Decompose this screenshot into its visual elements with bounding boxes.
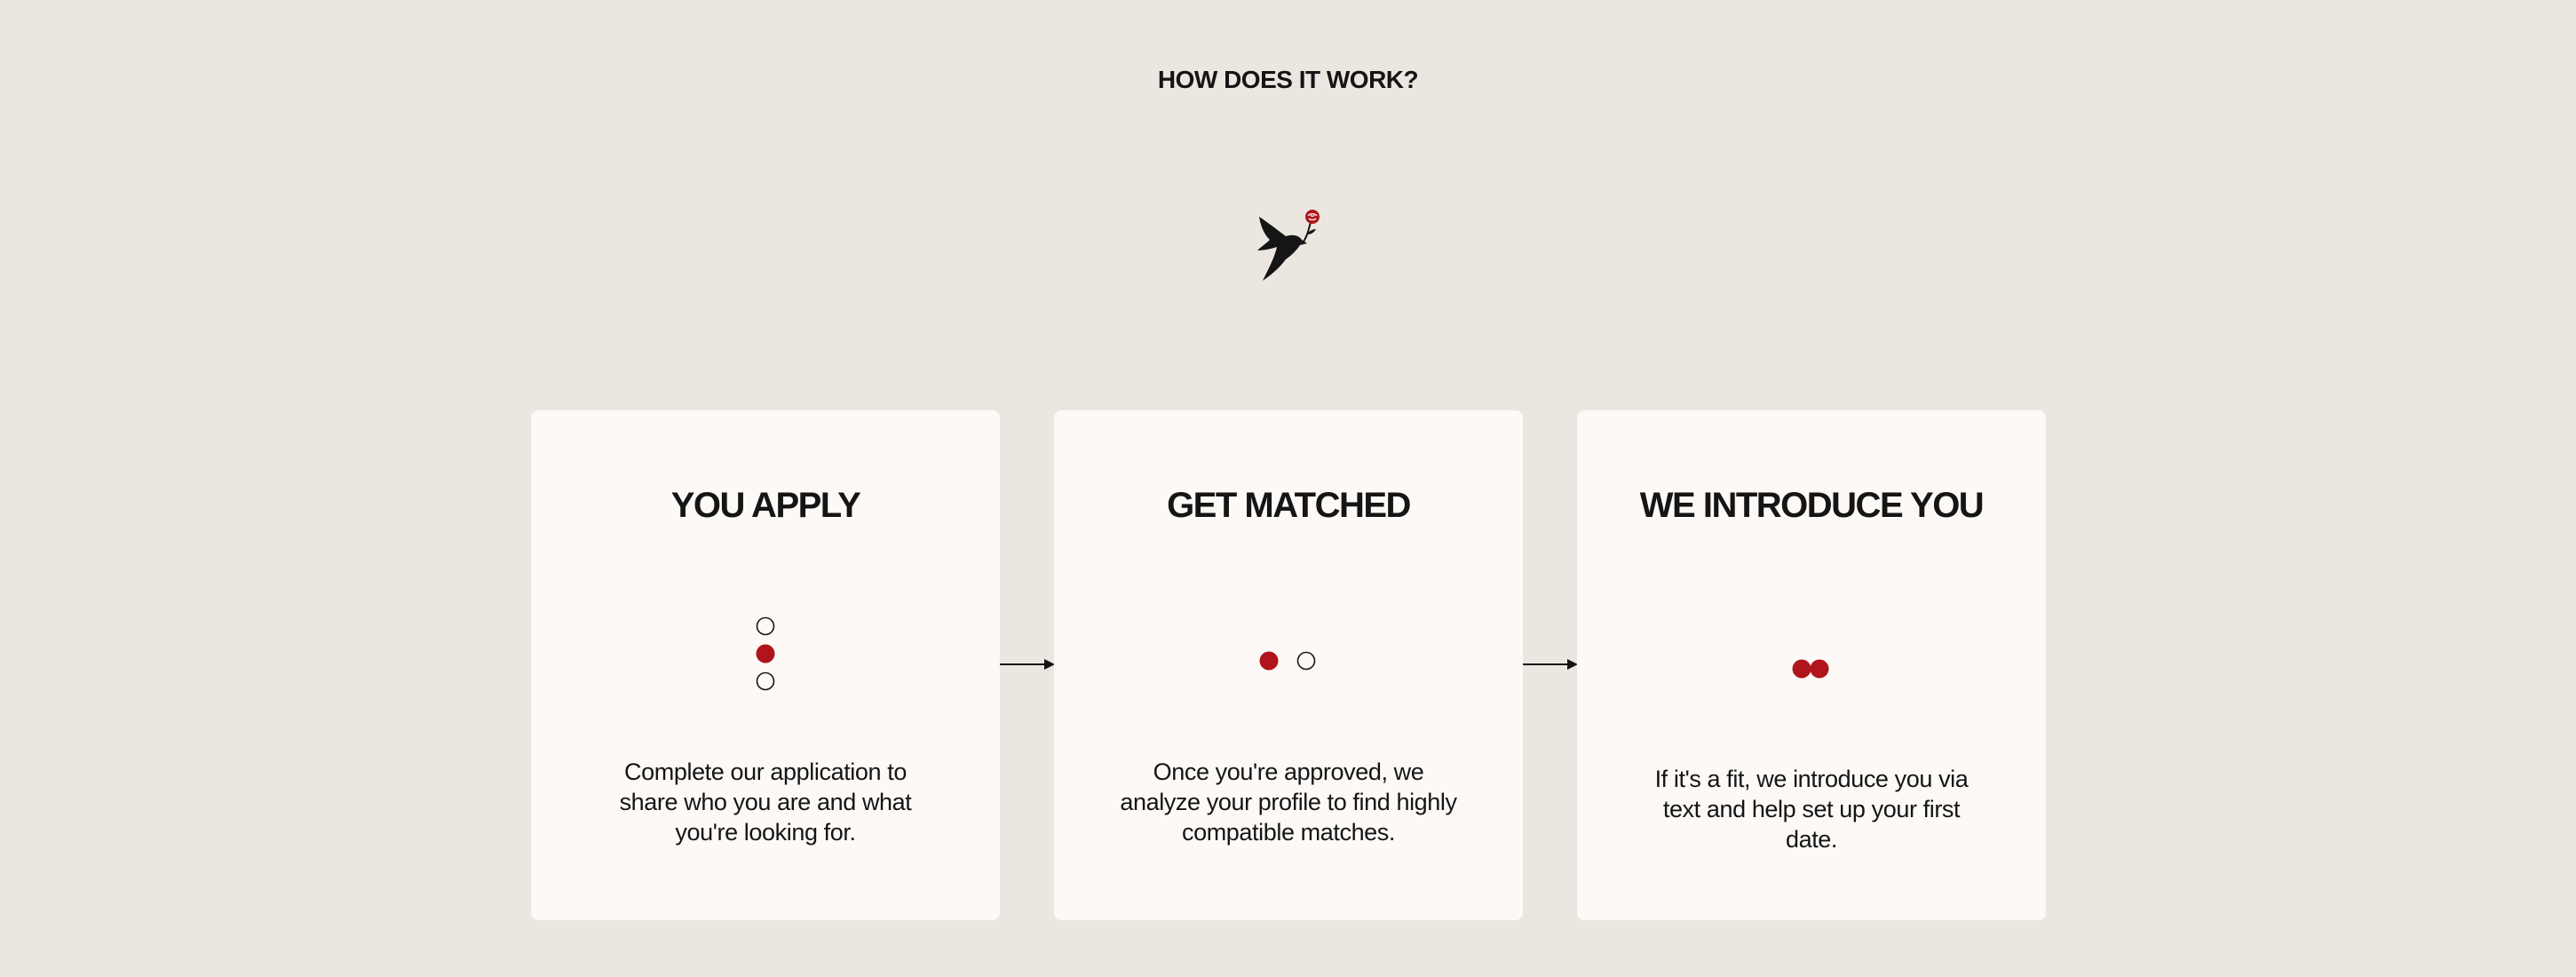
three-dots-vertical-icon (756, 616, 775, 691)
arrow-right-icon (1000, 659, 1055, 670)
step-description: Complete our application to share who yo… (619, 759, 912, 846)
step-card-apply: YOU APPLY Complete our application to sh… (531, 410, 1000, 920)
step-description: Once you're approved, we analyze your pr… (1120, 759, 1457, 846)
step-title: YOU APPLY (670, 486, 861, 525)
dove-with-rose-icon (1257, 210, 1320, 281)
two-dots-joined-icon (1792, 659, 1829, 679)
section-title: HOW DOES IT WORK? (1157, 66, 1419, 93)
step-title: GET MATCHED (1167, 486, 1411, 525)
step-description: If it's a fit, we introduce you via text… (1654, 766, 1969, 853)
two-dots-apart-icon (1259, 651, 1316, 671)
step-card-matched: GET MATCHED Once you're approved, we ana… (1054, 410, 1523, 920)
step-title: WE INTRODUCE YOU (1639, 486, 1985, 525)
arrow-right-icon (1523, 659, 1578, 670)
step-card-introduce: WE INTRODUCE YOU If it's a fit, we intro… (1577, 410, 2046, 920)
